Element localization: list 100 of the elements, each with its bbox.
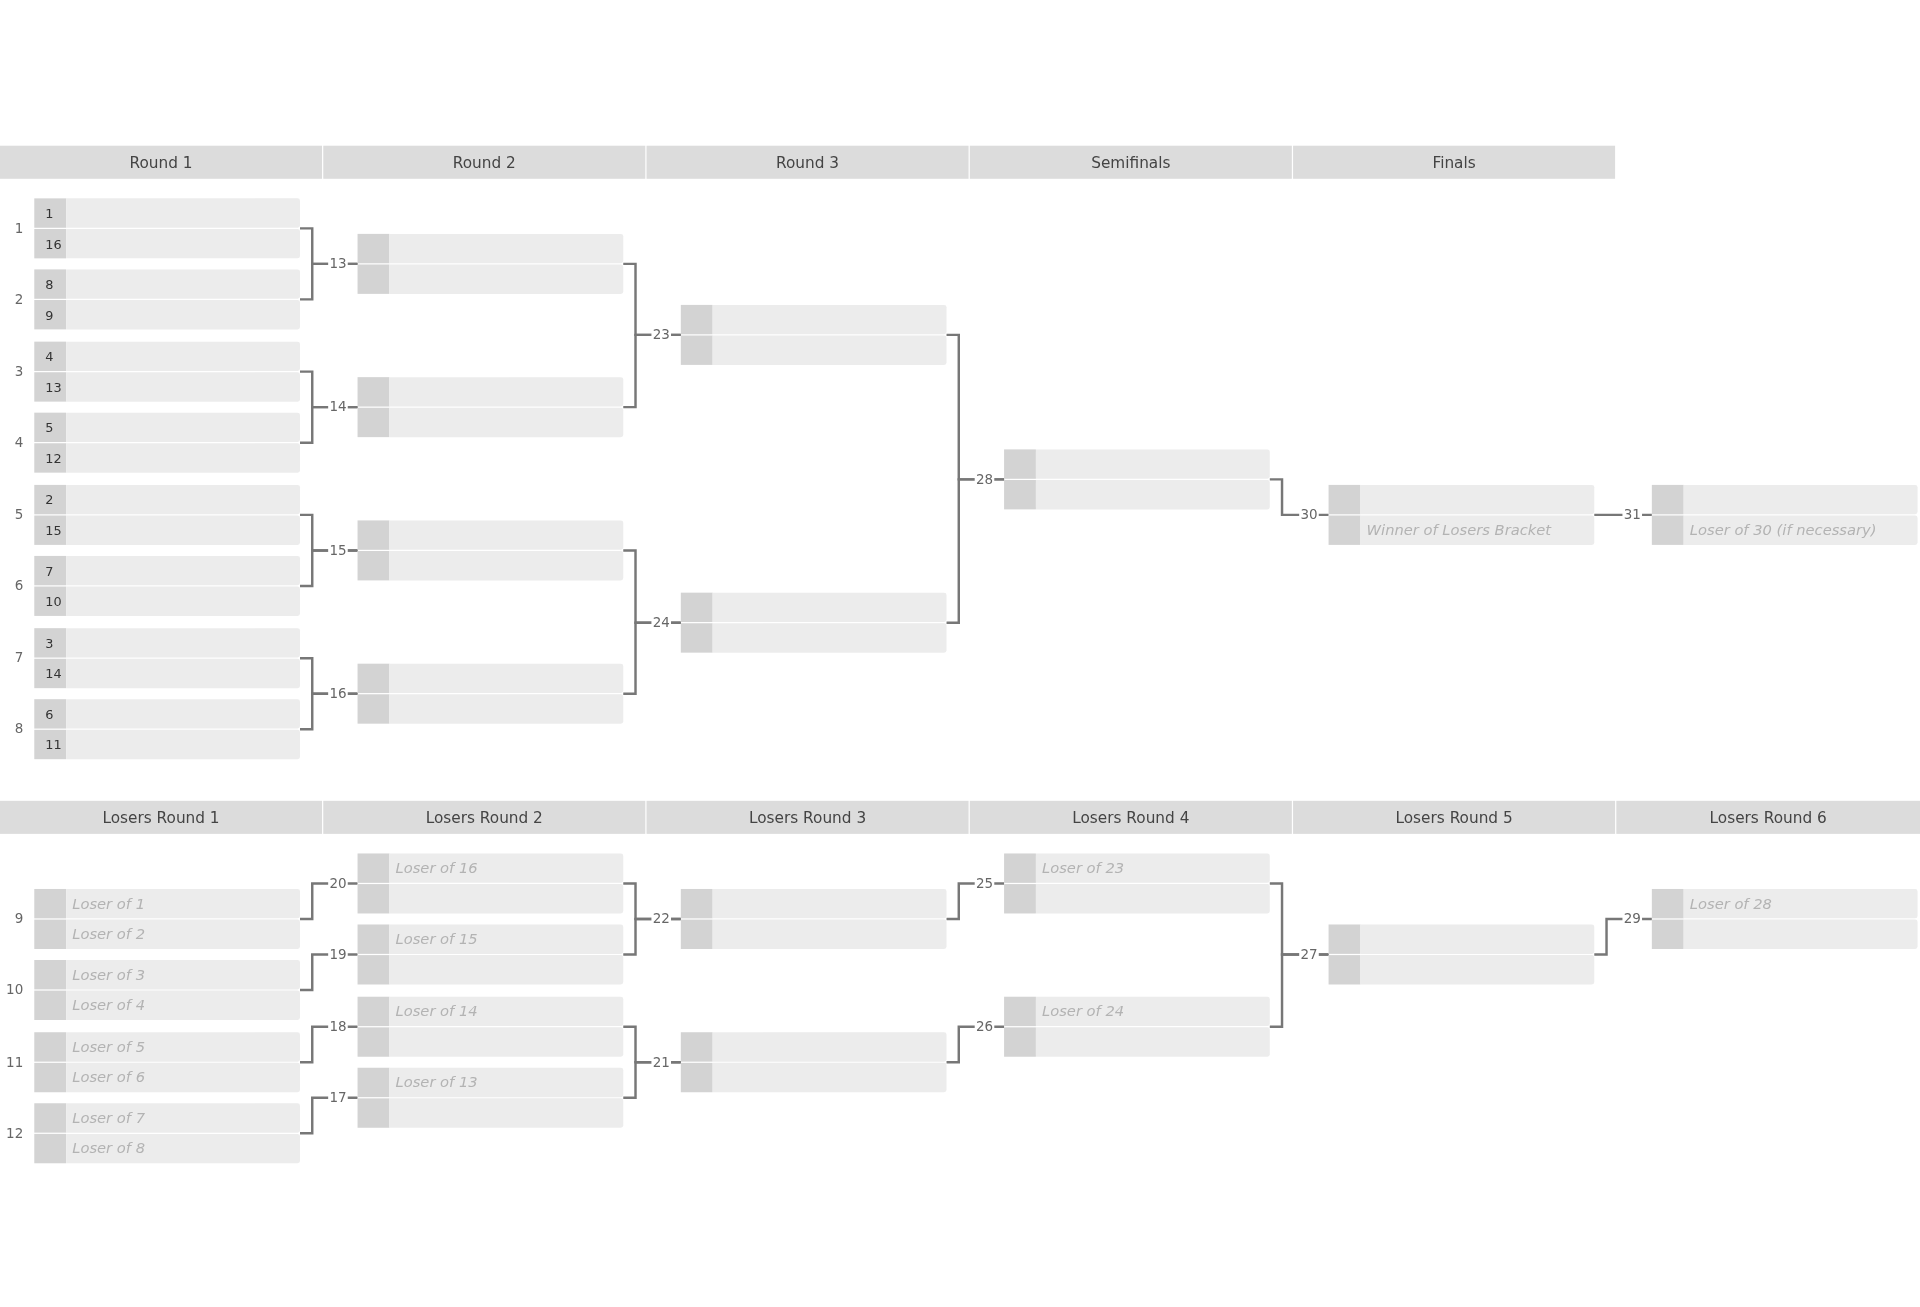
- participant-field: Loser of 4: [66, 990, 300, 1020]
- round-title: Losers Round 1: [102, 808, 220, 828]
- seed-number: 4: [45, 348, 54, 365]
- round-header-band: [1293, 145, 1616, 179]
- match-card: [680, 592, 947, 653]
- round-header-band: [323, 145, 646, 179]
- participant-field: Loser of 15: [389, 924, 624, 954]
- match-card: [680, 889, 947, 949]
- match-card: [1004, 996, 1270, 1057]
- match-card: [357, 853, 624, 914]
- bracket-connector: [300, 262, 358, 301]
- round-title: Round 3: [776, 153, 840, 173]
- participant-field: Loser of 8: [66, 1133, 300, 1164]
- bracket-connector: [300, 882, 358, 921]
- participant-field: Loser of 6: [66, 1062, 300, 1093]
- round-title: Losers Round 5: [1395, 808, 1513, 828]
- round-title: Semifinals: [1091, 153, 1171, 173]
- match-card: [34, 412, 300, 473]
- match-card: [1328, 924, 1595, 985]
- match-card: [34, 555, 300, 616]
- seed-number: 7: [45, 562, 54, 580]
- seed-number: 11: [45, 736, 62, 754]
- participant-field: Loser of 5: [66, 1032, 300, 1062]
- participant-field: Loser of 3: [66, 960, 300, 990]
- seed-number: 3: [45, 634, 54, 652]
- match-card: [34, 960, 300, 1020]
- bracket-connector: [1269, 478, 1329, 517]
- round-header-band: [646, 145, 969, 179]
- match-card: [1004, 853, 1270, 914]
- match-card: [1328, 484, 1595, 545]
- bracket-connector: [623, 917, 681, 956]
- round-header-band: [646, 800, 969, 834]
- bracket-connector: [1594, 917, 1652, 956]
- round-title: Round 2: [452, 153, 516, 173]
- bracket-connector: [1594, 513, 1652, 517]
- round-header-band: [969, 145, 1292, 179]
- seed-number: 13: [45, 378, 62, 396]
- match-card: [357, 520, 624, 581]
- bracket-connector: [300, 953, 358, 992]
- match-card: [357, 924, 624, 985]
- seed-number: 10: [45, 592, 62, 610]
- bracket-connector: [300, 549, 358, 588]
- bracket-connector: [623, 621, 681, 695]
- bracket-connector: [300, 405, 358, 444]
- match-card: [34, 198, 300, 259]
- participant-field: Loser of 16: [389, 853, 624, 883]
- seed-number: 6: [45, 705, 54, 723]
- seed-number: 5: [45, 419, 54, 436]
- match-card: [357, 1067, 624, 1128]
- bracket-connector: [1269, 953, 1329, 1028]
- participant-field: Loser of 30 (if necessary): [1683, 515, 1918, 545]
- bracket-connector: [300, 1025, 358, 1064]
- participant-field: Loser of 7: [66, 1103, 300, 1133]
- match-card: [34, 484, 300, 545]
- match-card: [34, 889, 300, 949]
- bracket-connector: [946, 478, 1005, 624]
- match-card: [680, 1032, 947, 1093]
- seed-number: 15: [45, 521, 62, 539]
- bracket-connector: [623, 333, 681, 409]
- participant-field: Loser of 1: [66, 889, 300, 919]
- round-header-band: [0, 145, 323, 179]
- round-header-band: [969, 800, 1292, 834]
- seed-number: 14: [45, 665, 62, 683]
- participant-field: Loser of 14: [389, 996, 624, 1027]
- seed-number: 16: [45, 235, 62, 253]
- participant-field: Loser of 23: [1035, 853, 1270, 883]
- round-title: Round 1: [129, 153, 193, 173]
- match-card: [34, 699, 300, 760]
- match-card: [357, 996, 624, 1057]
- bracket-connector: [623, 1061, 681, 1099]
- match-card: [357, 233, 624, 294]
- participant-field: Loser of 24: [1035, 996, 1270, 1027]
- round-header-band: [1293, 800, 1616, 834]
- match-card: [34, 1103, 300, 1164]
- seed-number: 8: [45, 275, 54, 293]
- bracket-connector: [300, 692, 358, 731]
- match-card: [34, 1032, 300, 1093]
- match-card: [680, 304, 947, 365]
- match-card: [1651, 889, 1918, 949]
- match-card: [357, 377, 624, 438]
- match-card: [357, 663, 624, 724]
- participant-field: Winner of Losers Bracket: [1360, 515, 1595, 545]
- round-header-band: [323, 800, 646, 834]
- round-header-band: [0, 800, 323, 834]
- round-title: Losers Round 4: [1072, 808, 1190, 828]
- seed-number: 2: [45, 491, 54, 509]
- match-card: [34, 269, 300, 330]
- round-title: Losers Round 3: [748, 808, 867, 828]
- seed-number: 12: [45, 449, 62, 467]
- participant-field: Loser of 28: [1683, 889, 1918, 919]
- match-card: [34, 341, 300, 402]
- match-card: [1651, 484, 1918, 545]
- bracket-connector: [946, 1025, 1005, 1064]
- round-title: Losers Round 6: [1709, 808, 1827, 828]
- round-title: Losers Round 2: [425, 808, 543, 828]
- round-header-band: [1616, 800, 1920, 834]
- round-title: Finals: [1432, 153, 1476, 173]
- seed-number: 9: [45, 306, 54, 324]
- participant-field: Loser of 13: [389, 1067, 624, 1098]
- seed-number: 1: [45, 204, 54, 222]
